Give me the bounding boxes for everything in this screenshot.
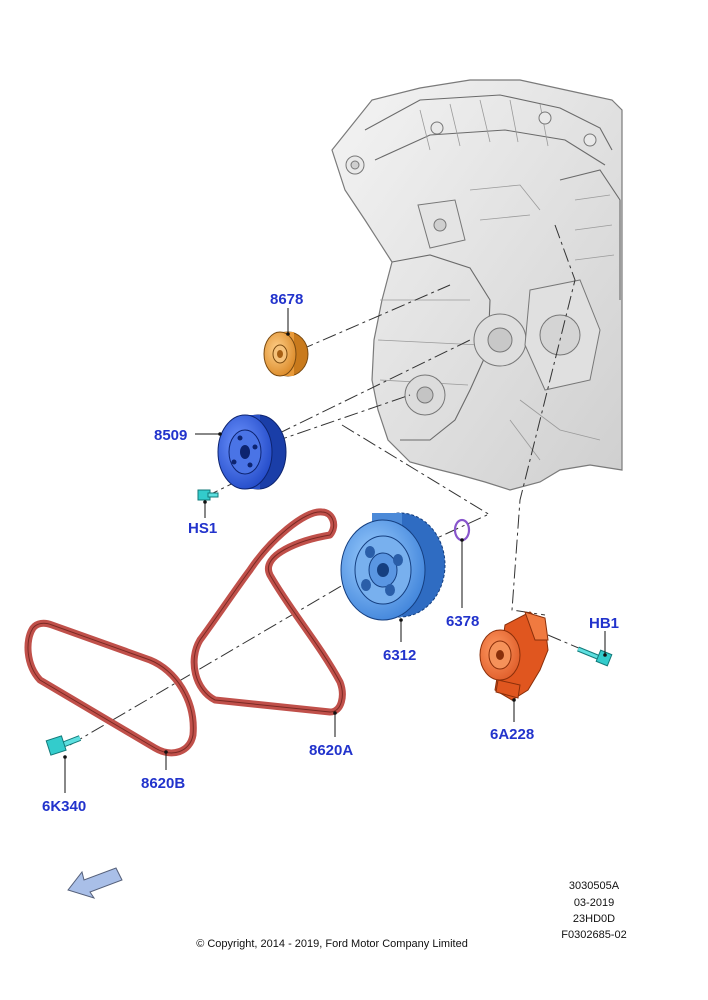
reference-variant: 23HD0D — [573, 913, 615, 925]
label-6312[interactable]: 6312 — [383, 647, 416, 664]
damper-bolt[interactable] — [45, 735, 82, 756]
label-8678[interactable]: 8678 — [270, 291, 303, 308]
pulley-bolt[interactable] — [197, 489, 219, 501]
copyright-notice: © Copyright, 2014 - 2019, Ford Motor Com… — [196, 938, 468, 950]
label-8620b[interactable]: 8620B — [141, 775, 185, 792]
reference-figure: F0302685-02 — [561, 929, 626, 941]
crankshaft-damper-pulley[interactable] — [340, 512, 446, 621]
leader-lines — [63, 308, 607, 793]
label-6k340[interactable]: 6K340 — [42, 798, 86, 815]
orientation-arrow-icon — [67, 867, 123, 899]
label-6a228[interactable]: 6A228 — [490, 726, 534, 743]
crankshaft-seal-ring[interactable] — [453, 518, 471, 542]
label-8620a[interactable]: 8620A — [309, 742, 353, 759]
drive-belt-a — [190, 508, 346, 716]
label-hs1[interactable]: HS1 — [188, 520, 217, 537]
part-labels: 8678 8509 HS1 6378 6312 HB1 6A228 8620A … — [42, 291, 619, 815]
label-8509[interactable]: 8509 — [154, 427, 187, 444]
idler-pulley[interactable] — [263, 331, 309, 377]
drawing-reference-block: 3030505A 03-2019 23HD0D F0302685-02 — [561, 880, 626, 941]
label-hb1[interactable]: HB1 — [589, 615, 619, 632]
reference-code: 3030505A — [569, 880, 620, 892]
reference-date: 03-2019 — [574, 897, 614, 909]
engine-block — [331, 79, 623, 491]
water-pump-pulley[interactable] — [217, 414, 287, 490]
tensioner-bolt[interactable] — [577, 646, 613, 667]
label-6378[interactable]: 6378 — [446, 613, 479, 630]
belt-tensioner[interactable] — [479, 611, 549, 701]
